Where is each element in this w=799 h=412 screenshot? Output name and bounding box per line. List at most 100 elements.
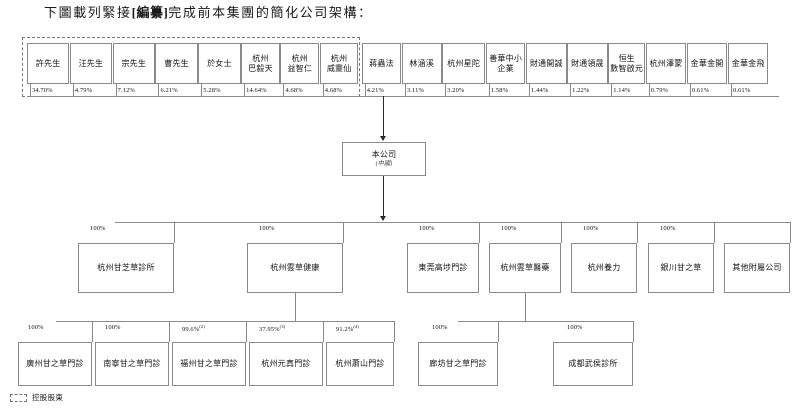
shareholder-name: 汪先生 [78, 58, 104, 68]
shareholder-box: 蔣蟲法 [361, 43, 402, 84]
shareholder-percentage: 4.21% [366, 87, 385, 94]
shareholder-connector [322, 84, 324, 96]
shareholder-percentage: 7.12% [117, 87, 135, 94]
clinic-box: 成都武侯診所 [553, 342, 633, 386]
subsidiary-percentage: 100% [90, 225, 106, 232]
shareholder-box: 宗先生 [112, 43, 155, 84]
dashed-box-icon [10, 393, 27, 402]
shareholder-box: 汪先生 [69, 43, 113, 84]
subsidiary-name: 其他附屬公司 [732, 263, 782, 273]
clinic-name: 杭州蕭山門診 [335, 359, 385, 369]
shareholder-name: 杭州威靈仙 [326, 53, 352, 73]
shareholder-name: 杭州星陀 [447, 58, 481, 68]
shareholder-name: 恒生數智啟元 [610, 53, 644, 73]
shareholder-name: 杭州巴毅天 [248, 53, 273, 73]
shareholder-name: 金華金飛 [731, 58, 765, 68]
subsidiary-box: 其他附屬公司 [724, 243, 790, 293]
shareholder-percentage: 3.11% [406, 87, 424, 94]
shareholder-percentage: 4.79% [74, 87, 93, 94]
shareholder-percentage: 34.70% [32, 87, 53, 94]
shareholder-connector [570, 84, 572, 96]
shareholder-percentage: 0.79% [650, 87, 669, 94]
shareholder-box: 恒生數智啟元 [608, 43, 646, 84]
subsidiary-connector [714, 222, 715, 243]
clinic-connector [498, 321, 499, 342]
subsidiary-box: 杭州雲草健康 [247, 243, 343, 293]
subsidiary-percentage: 100% [660, 225, 676, 232]
shareholder-name: 財通開誠 [529, 58, 563, 68]
subsidiary-name: 杭州雲草醫藥 [500, 263, 550, 273]
company-note: (中國) [375, 160, 393, 167]
shareholder-percentage: 0.61% [691, 87, 710, 94]
shareholder-percentage: 1.22% [572, 87, 590, 94]
shareholder-percentage: 5.28% [203, 87, 221, 94]
shareholder-connector [158, 84, 160, 96]
legend-label: 控股股東 [32, 393, 64, 402]
shareholder-connector [689, 84, 691, 96]
shareholder-connector [364, 84, 366, 96]
company-drop-line [383, 96, 384, 140]
company-drop-arrow [379, 136, 386, 141]
shareholder-box: 金華金開 [686, 43, 728, 84]
shareholder-connector [404, 84, 406, 96]
clinic-percentage: 37.95%(3) [259, 324, 286, 334]
clinic-percentage: 100% [432, 324, 448, 331]
shareholder-percentage: 14.64% [246, 87, 267, 94]
clinic-box: 杭州蕭山門診 [326, 342, 394, 386]
subsidiary-box: 杭州養力 [571, 243, 637, 293]
shareholder-connector [529, 84, 531, 96]
shareholder-connector [115, 84, 117, 96]
clinic-name: 福州甘之草門診 [180, 359, 238, 369]
clinic-connector [323, 321, 324, 342]
subsidiary-box: 銀川甘之草 [648, 243, 714, 293]
shareholder-box: 杭州益智仁 [280, 43, 320, 84]
shareholder-box: 杭州巴毅天 [241, 43, 280, 84]
clinic-connector [394, 321, 395, 342]
shareholder-box: 杭州澤蒙 [645, 43, 687, 84]
subsidiary-connector [174, 222, 175, 243]
subsidiary-name: 杭州雲草健康 [270, 263, 320, 273]
clinic-name: 杭州元真門診 [261, 359, 311, 369]
shareholder-box: 許先生 [27, 43, 70, 84]
clinic-connector [633, 321, 634, 342]
shareholder-name: 金華金開 [690, 58, 724, 68]
subsidiary-box: 東莞高埗門診 [407, 243, 479, 293]
legend: 控股股東 [10, 392, 63, 403]
shareholder-name: 財通領晟 [570, 58, 604, 68]
shareholder-name: 許先生 [35, 58, 61, 68]
subsidiary-name: 杭州養力 [587, 263, 621, 273]
subsidiary-box: 杭州雲草醫藥 [489, 243, 561, 293]
shareholder-percentage: 4.68% [324, 87, 343, 94]
shareholder-connector [72, 84, 74, 96]
clinic-percentage: 91.2%(4) [336, 324, 359, 334]
subsidiary-bus [115, 222, 790, 223]
shareholder-box: 善華中小企業 [485, 43, 526, 84]
company-name: 本公司 [371, 149, 397, 159]
clinic-connector [169, 321, 170, 342]
shareholder-connector [611, 84, 613, 96]
shareholder-connector [648, 84, 650, 96]
shareholder-name: 蔣蟲法 [369, 58, 394, 68]
shareholder-connector [244, 84, 246, 96]
subsidiary-name: 銀川甘之草 [660, 263, 702, 273]
clinic-connector [246, 321, 247, 342]
shareholder-box: 林涵溪 [401, 43, 442, 84]
shareholder-box: 杭州星陀 [442, 43, 486, 84]
shareholder-box: 曹先生 [155, 43, 198, 84]
clinic-name: 廊坊甘之草門診 [429, 359, 487, 369]
shareholder-rail [27, 96, 779, 97]
clinic-connector [92, 321, 93, 342]
shareholder-percentage: 1.44% [531, 87, 549, 94]
subsidiary-drop-line [383, 176, 384, 220]
shareholder-name: 善華中小企業 [489, 53, 523, 73]
right-clinic-stem [525, 293, 526, 321]
right-clinic-bus [458, 321, 633, 322]
clinic-box: 南寧甘之草門診 [95, 342, 169, 386]
subsidiary-connector [343, 222, 344, 243]
shareholder-name: 於女士 [207, 58, 232, 68]
subsidiary-box: 杭州甘芝草診所 [78, 243, 174, 293]
shareholder-percentage: 4.68% [285, 87, 303, 94]
subsidiary-connector [790, 222, 791, 243]
shareholder-connector [445, 84, 447, 96]
